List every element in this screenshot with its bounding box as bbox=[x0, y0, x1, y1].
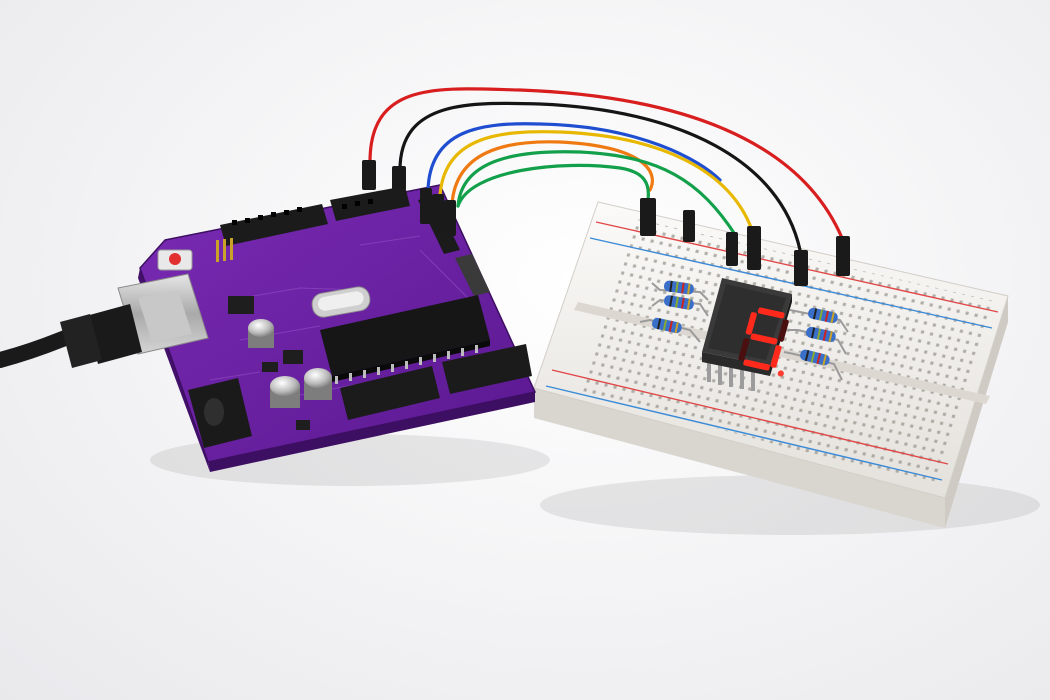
capacitor-icon bbox=[248, 319, 274, 348]
resistor bbox=[783, 349, 843, 381]
wire-green-2 bbox=[456, 163, 650, 208]
power-rail-blue-bottom bbox=[545, 385, 943, 481]
power-rail-blue-top bbox=[589, 237, 993, 329]
smd-chip bbox=[262, 362, 278, 372]
chip-icon bbox=[320, 295, 490, 384]
jumper-wires bbox=[368, 87, 844, 252]
seven-segment-display-icon: 5 bbox=[0, 0, 792, 391]
smd-chip bbox=[296, 420, 310, 430]
smd-chip bbox=[283, 350, 303, 364]
resistor bbox=[639, 317, 701, 343]
wire-green bbox=[456, 150, 738, 238]
usb-cable-icon bbox=[0, 304, 142, 368]
smd-chip bbox=[228, 296, 254, 314]
power-jack bbox=[188, 378, 252, 448]
jumper-connectors-board bbox=[362, 160, 456, 236]
microcontroller-board bbox=[117, 184, 537, 472]
pin-header-bottom bbox=[340, 344, 532, 420]
crystal-icon bbox=[311, 286, 371, 318]
usb-port bbox=[117, 273, 209, 355]
display-digit-label: 5 bbox=[0, 0, 1, 1]
icsp-pins bbox=[216, 238, 233, 262]
resistor bbox=[788, 326, 847, 355]
resistor bbox=[651, 295, 709, 317]
display-digit bbox=[738, 307, 789, 377]
pin-header-top bbox=[220, 186, 410, 246]
wire-blue bbox=[426, 122, 722, 192]
resistor bbox=[651, 280, 709, 301]
wire-red bbox=[368, 87, 844, 240]
resistor bbox=[789, 307, 849, 333]
reset-button-icon bbox=[157, 249, 193, 271]
capacitor-icon bbox=[304, 368, 332, 400]
power-rail-red-bottom bbox=[551, 369, 949, 465]
digit-segments-on bbox=[743, 307, 785, 371]
jumper-connectors-breadboard bbox=[640, 198, 850, 286]
breadboard bbox=[533, 201, 1009, 528]
wire-black bbox=[398, 101, 802, 252]
resistors bbox=[639, 280, 849, 381]
wire-orange bbox=[450, 140, 654, 206]
capacitor-icon bbox=[270, 376, 300, 408]
wire-yellow bbox=[438, 130, 754, 232]
